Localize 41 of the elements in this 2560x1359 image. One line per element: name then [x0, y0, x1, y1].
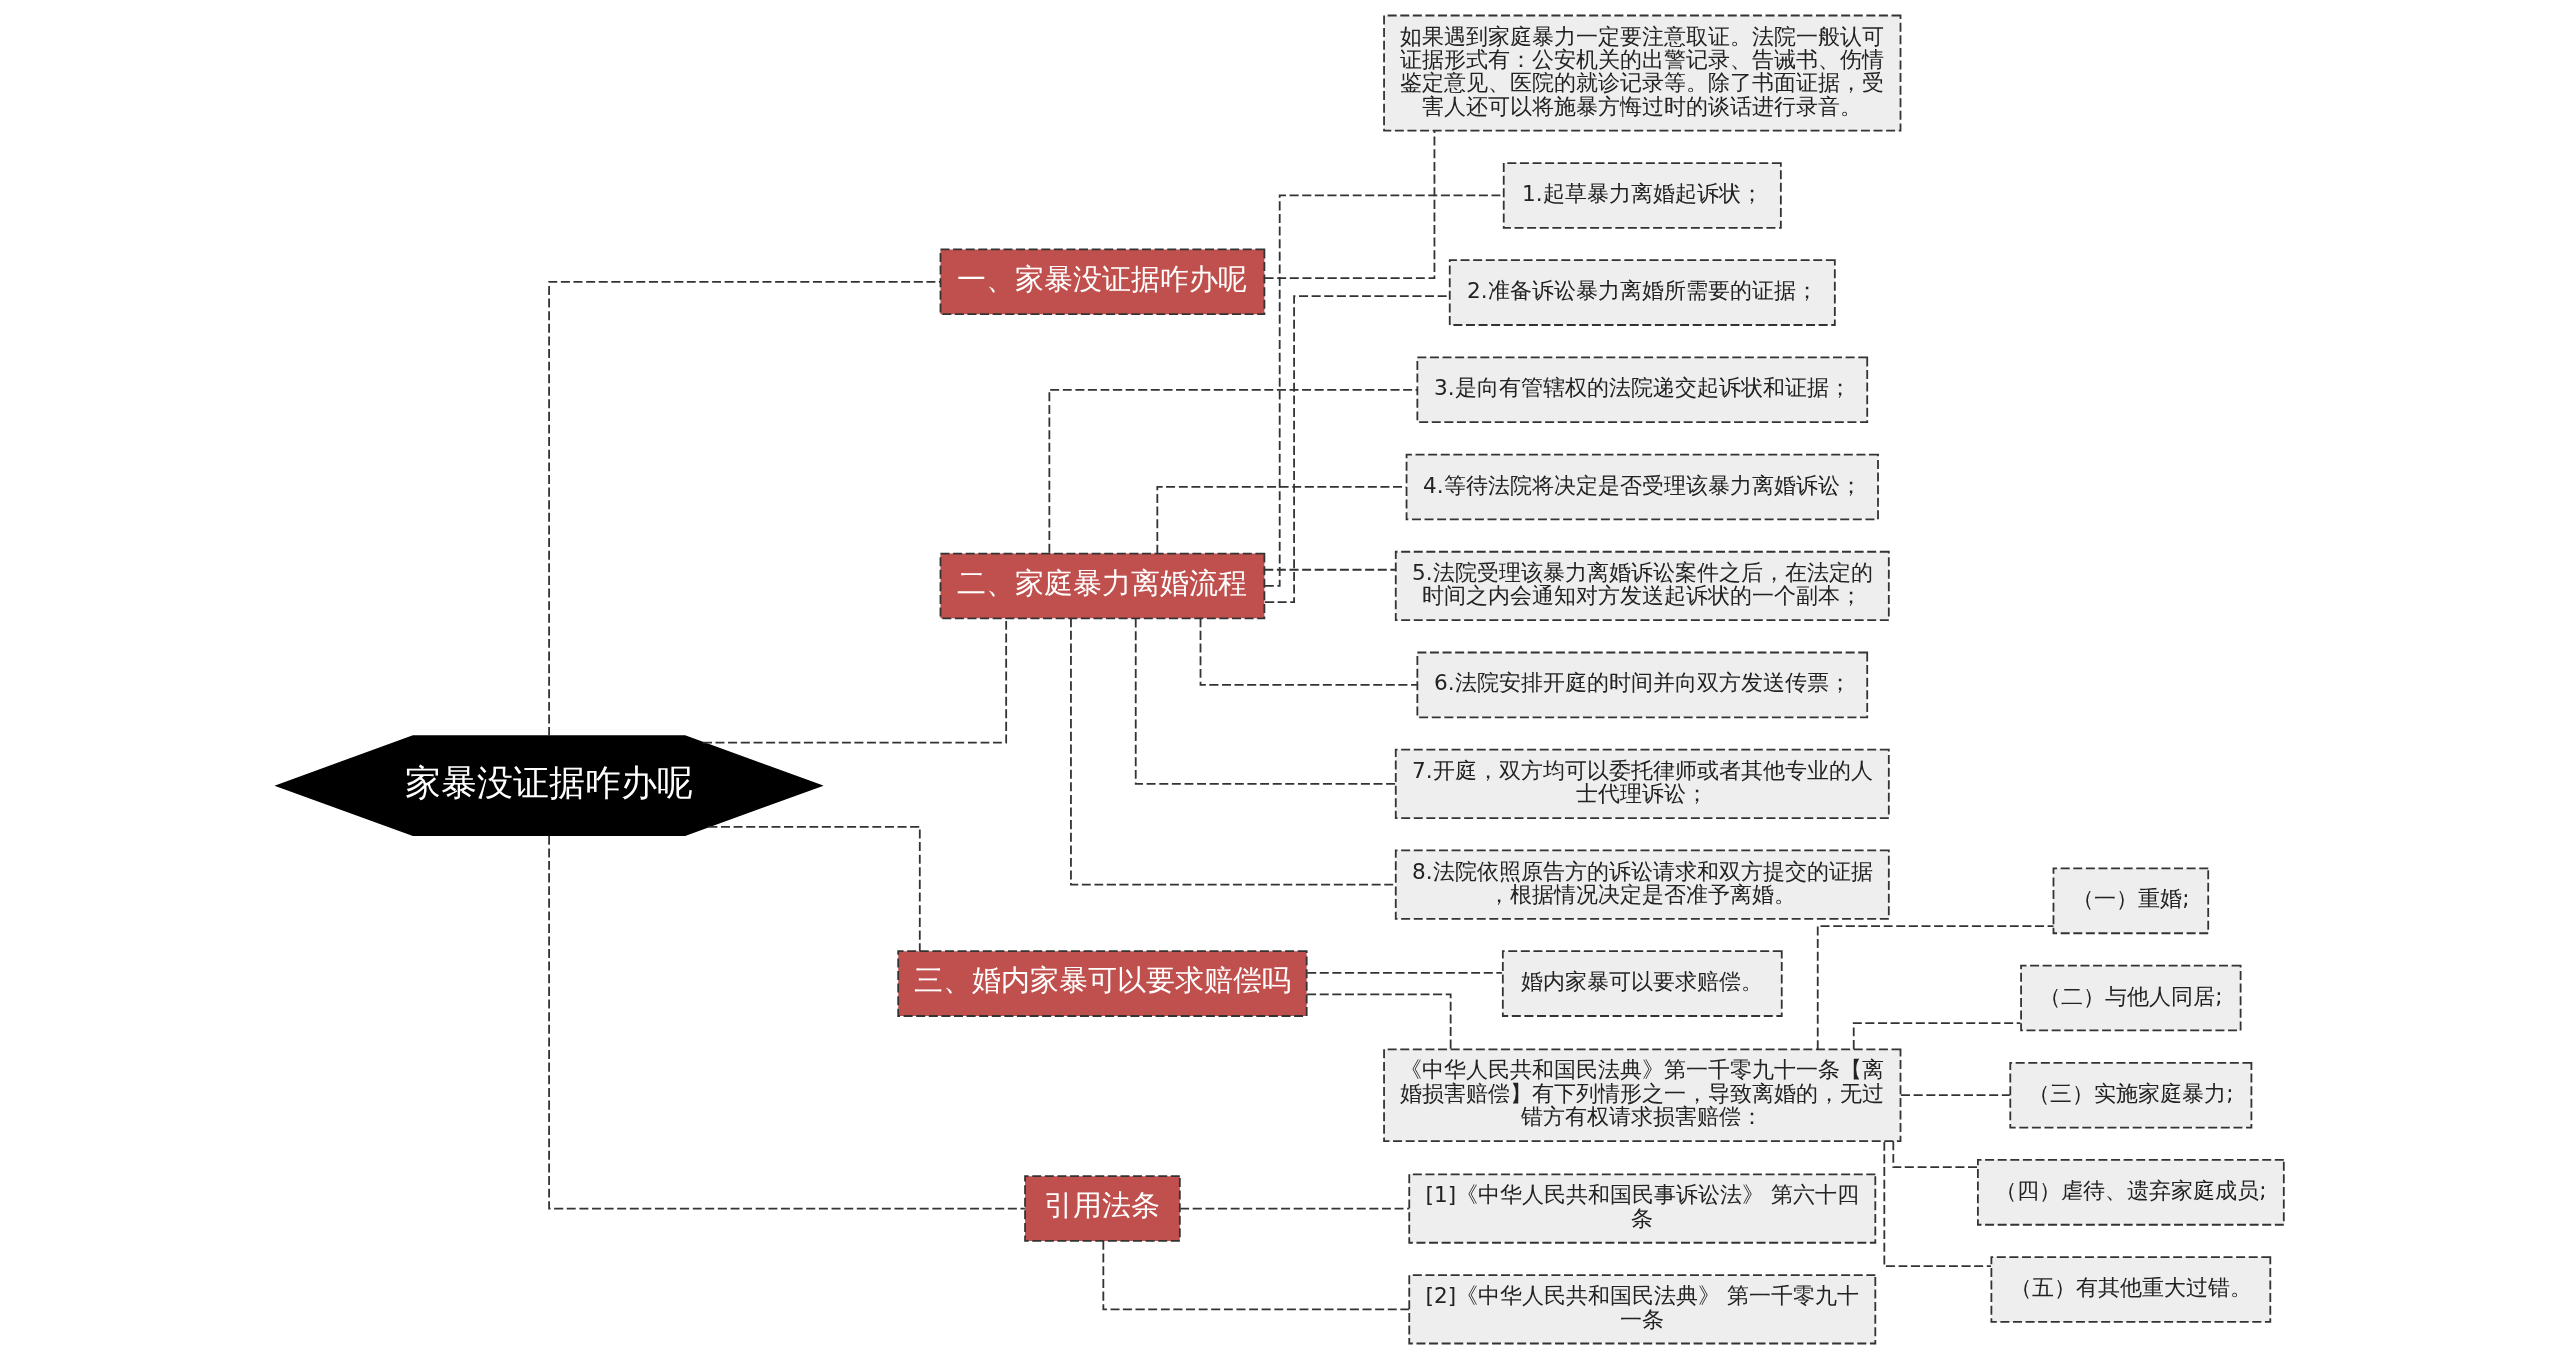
- node-box: 8.法院依照原告方的诉讼请求和双方提交的证据，根据情况决定是否准予离婚。: [1394, 849, 1890, 920]
- node-box: 引用法条: [1023, 1175, 1181, 1242]
- connector: [1852, 1022, 2021, 1051]
- node-box: 3.是向有管辖权的法院递交起诉状和证据；: [1415, 356, 1868, 424]
- node-box: 二、家庭暴力离婚流程: [939, 552, 1265, 620]
- node-box: 4.等待法院将决定是否受理该暴力离婚诉讼；: [1405, 453, 1879, 521]
- node-box: 三、婚内家暴可以要求赔偿吗: [896, 950, 1308, 1017]
- connector: [1891, 1140, 1979, 1169]
- node-box: 一、家暴没证据咋办呢: [939, 248, 1265, 316]
- node-box: [2]《中华人民共和国民法典》 第一千零九十一条: [1407, 1274, 1876, 1345]
- connector: [1305, 971, 1503, 974]
- node-box: 婚内家暴可以要求赔偿。: [1501, 950, 1783, 1017]
- node-box: [1]《中华人民共和国民事诉讼法》 第六十四条: [1407, 1173, 1876, 1244]
- connector: [1179, 1207, 1410, 1210]
- node-box: （二）与他人同居;: [2019, 964, 2241, 1032]
- connector: [1047, 388, 1418, 554]
- connector: [1816, 925, 2054, 1050]
- connector: [1069, 617, 1396, 886]
- connector: [1305, 993, 1452, 1050]
- connector: [1101, 1240, 1410, 1311]
- connector: [1199, 617, 1418, 686]
- node-box: 1.起草暴力离婚起诉状；: [1502, 162, 1782, 229]
- node-box: （四）虐待、遗弃家庭成员;: [1976, 1159, 2285, 1226]
- connector: [547, 834, 1026, 1210]
- node-box: 《中华人民共和国民法典》第一千零九十一条【离婚损害赔偿】有下列情形之一，导致离婚的，无过错方有权请求损害赔偿：: [1382, 1048, 1901, 1142]
- node-box: 6.法院安排开庭的时间并向双方发送传票；: [1415, 651, 1868, 719]
- connector: [1882, 1141, 1992, 1268]
- connector: [1899, 1094, 2011, 1097]
- node-box: 7.开庭，双方均可以委托律师或者其他专业的人士代理诉讼；: [1394, 748, 1890, 819]
- node-box: （三）实施家庭暴力;: [2008, 1061, 2252, 1129]
- connector: [547, 280, 941, 737]
- connector: [707, 825, 921, 953]
- node-box: 如果遇到家庭暴力一定要注意取证。法院一般认可证据形式有：公安机关的出警记录、告诫书、伤情鉴定意见、医院的就诊记录等。除了书面证据，受害人还可以将施暴方悔过时的谈话进行录音。: [1382, 14, 1901, 132]
- node-box: （一）重婚;: [2052, 867, 2209, 935]
- connector: [1263, 295, 1450, 603]
- connector: [1134, 617, 1397, 785]
- connector: [1263, 568, 1396, 571]
- node-box: 5.法院受理该暴力离婚诉讼案件之后，在法定的时间之内会通知对方发送起诉状的一个副本；: [1394, 550, 1890, 621]
- node-box: （五）有其他重大过错。: [1990, 1256, 2271, 1323]
- connector: [1263, 129, 1435, 280]
- node-box: 2.准备诉讼暴力离婚所需要的证据；: [1448, 259, 1836, 326]
